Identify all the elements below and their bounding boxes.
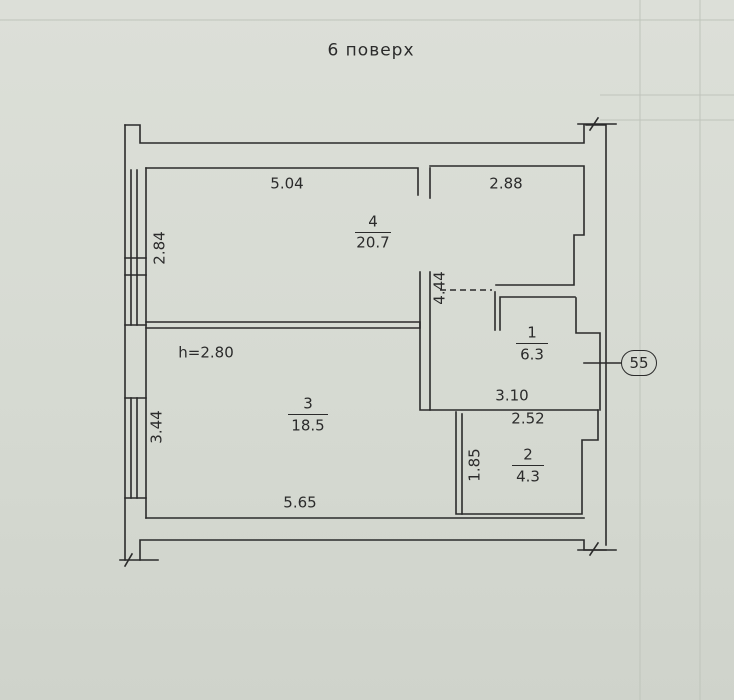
room-1-area: 6.3 <box>520 345 544 364</box>
dimension-left-upper: 2.84 <box>150 231 169 265</box>
room-divider <box>145 321 421 329</box>
dimension-bath-width: 2.52 <box>511 409 545 428</box>
floor-title: 6 поверх <box>327 40 415 61</box>
room-2-fraction-line <box>512 465 544 467</box>
ceiling-height-note: h=2.80 <box>178 343 234 362</box>
dimension-left-lower: 3.44 <box>147 410 166 444</box>
axis-marker: 55 <box>621 350 657 376</box>
inner-top-right <box>429 165 585 286</box>
outer-bottom-wall <box>139 539 607 561</box>
outer-right-wall <box>585 124 607 546</box>
hall-left-wall <box>419 271 431 411</box>
dimension-top-right: 2.88 <box>489 174 523 193</box>
bath-wall-lower <box>455 409 599 515</box>
room-2-number: 2 <box>523 445 533 464</box>
dimension-top-left: 5.04 <box>270 174 304 193</box>
walls <box>119 116 622 568</box>
room-4-area: 20.7 <box>356 233 390 252</box>
hall-top-wall <box>499 296 576 331</box>
room-3-number: 3 <box>303 394 313 413</box>
room-1-number: 1 <box>527 323 537 342</box>
room-1-fraction-line <box>516 343 548 345</box>
room-2-area: 4.3 <box>516 467 540 486</box>
dimension-bottom: 5.65 <box>283 493 317 512</box>
dimension-hall-width: 3.10 <box>495 386 529 405</box>
room-4-fraction-line <box>355 232 391 234</box>
inner-top-wall <box>145 167 419 196</box>
inner-right-upper <box>575 297 601 411</box>
room-4-number: 4 <box>368 212 378 231</box>
outer-top-wall <box>124 124 585 144</box>
dimension-hall-depth: 4.44 <box>430 271 449 305</box>
room-3-area: 18.5 <box>291 416 325 435</box>
room-3-fraction-line <box>288 414 328 416</box>
dimension-bath-depth: 1.85 <box>465 448 484 482</box>
